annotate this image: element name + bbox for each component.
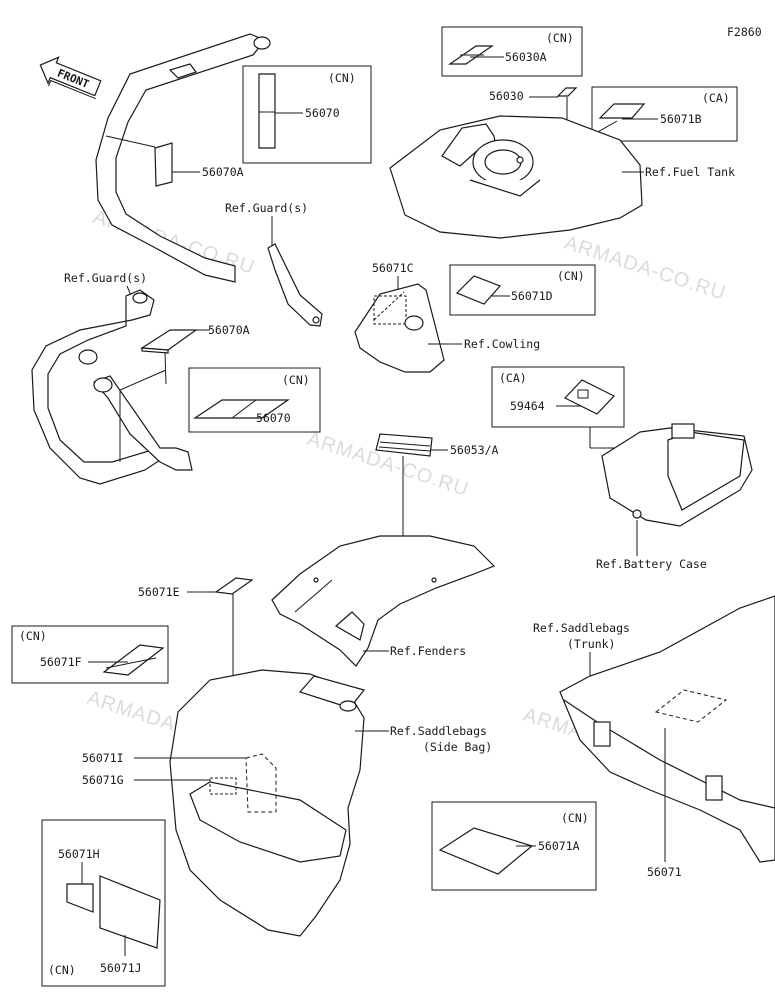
lower-guard-illustration: Ref.Guard(s) bbox=[31, 271, 193, 485]
ref-fuel-tank: Ref.Fuel Tank bbox=[645, 165, 735, 179]
cn-box-56071F: (CN) 56071F bbox=[11, 625, 169, 684]
label-56071A: 56071A bbox=[538, 839, 580, 853]
label-56071G: 56071G bbox=[82, 773, 124, 787]
front-arrow-icon: FRONT bbox=[39, 56, 102, 100]
battery-case-illustration: Ref.Battery Case bbox=[596, 423, 753, 571]
region-tag-cn: (CN) bbox=[546, 31, 574, 45]
cowling-illustration: 56071C Ref.Cowling bbox=[354, 261, 540, 373]
label-56053A: 56053/A bbox=[450, 443, 499, 457]
diagram-code: F2860 bbox=[727, 25, 762, 39]
label-56070-mid: 56070 bbox=[256, 411, 291, 425]
label-56071F: 56071F bbox=[40, 655, 82, 669]
label-56071J: 56071J bbox=[100, 961, 142, 975]
ref-guards-top: Ref.Guard(s) bbox=[225, 201, 308, 215]
label-56071H: 56071H bbox=[58, 847, 100, 861]
label-56071D: 56071D bbox=[511, 289, 553, 303]
region-tag-cn: (CN) bbox=[557, 269, 585, 283]
part-56070A-mid: 56070A bbox=[140, 323, 250, 385]
label-56070A-mid: 56070A bbox=[208, 323, 250, 337]
ref-saddlebags-trunk-2: (Trunk) bbox=[567, 637, 615, 651]
label-56071E: 56071E bbox=[138, 585, 180, 599]
region-tag-ca: (CA) bbox=[499, 371, 527, 385]
ref-saddlebags-side-1: Ref.Saddlebags bbox=[390, 724, 487, 738]
fender-illustration: Ref.Fenders bbox=[271, 535, 496, 667]
watermark-2: ARMADA-CO.RU bbox=[561, 232, 728, 305]
region-tag-cn: (CN) bbox=[19, 629, 47, 643]
ref-saddlebags-side-2: (Side Bag) bbox=[423, 740, 492, 754]
upper-guard-illustration bbox=[95, 33, 323, 327]
cn-box-56070-mid: (CN) 56070 bbox=[188, 367, 321, 433]
part-56071E: 56071E bbox=[138, 577, 254, 684]
ref-cowling: Ref.Cowling bbox=[464, 337, 540, 351]
ref-guards-left: Ref.Guard(s) bbox=[64, 271, 147, 285]
region-tag-cn: (CN) bbox=[282, 373, 310, 387]
part-56070A-top: 56070A bbox=[154, 142, 244, 187]
label-59464: 59464 bbox=[510, 399, 545, 413]
region-tag-ca: (CA) bbox=[702, 91, 730, 105]
label-56071I: 56071I bbox=[82, 751, 124, 765]
ref-saddlebags-trunk-1: Ref.Saddlebags bbox=[533, 621, 630, 635]
side-bag-illustration: Ref.Saddlebags (Side Bag) 56071I 56071G bbox=[82, 669, 492, 937]
label-56071: 56071 bbox=[647, 865, 682, 879]
cn-box-56070-top: (CN) 56070 bbox=[242, 65, 372, 164]
region-tag-cn: (CN) bbox=[561, 811, 589, 825]
region-tag-cn: (CN) bbox=[328, 71, 356, 85]
ref-fenders: Ref.Fenders bbox=[390, 644, 466, 658]
label-56070A-top: 56070A bbox=[202, 165, 244, 179]
fuel-tank-illustration: Ref.Fuel Tank bbox=[389, 115, 735, 239]
label-56030A: 56030A bbox=[505, 50, 547, 64]
ref-battery-case: Ref.Battery Case bbox=[596, 557, 707, 571]
region-tag-cn: (CN) bbox=[48, 963, 76, 977]
cn-box-56071A: (CN) 56071A bbox=[431, 801, 597, 891]
cn-box-56071D: (CN) 56071D bbox=[449, 264, 596, 316]
ca-box-59464: (CA) 59464 bbox=[491, 366, 640, 449]
label-56070-top: 56070 bbox=[305, 106, 340, 120]
label-56071B: 56071B bbox=[660, 112, 702, 126]
label-56030: 56030 bbox=[489, 89, 524, 103]
cn-box-56071HJ: 56071H 56071J (CN) bbox=[41, 819, 166, 987]
trunk-illustration: Ref.Saddlebags (Trunk) 56071 bbox=[533, 595, 775, 879]
label-56071C: 56071C bbox=[372, 261, 414, 275]
cn-box-56030A: (CN) 56030A bbox=[441, 26, 583, 77]
